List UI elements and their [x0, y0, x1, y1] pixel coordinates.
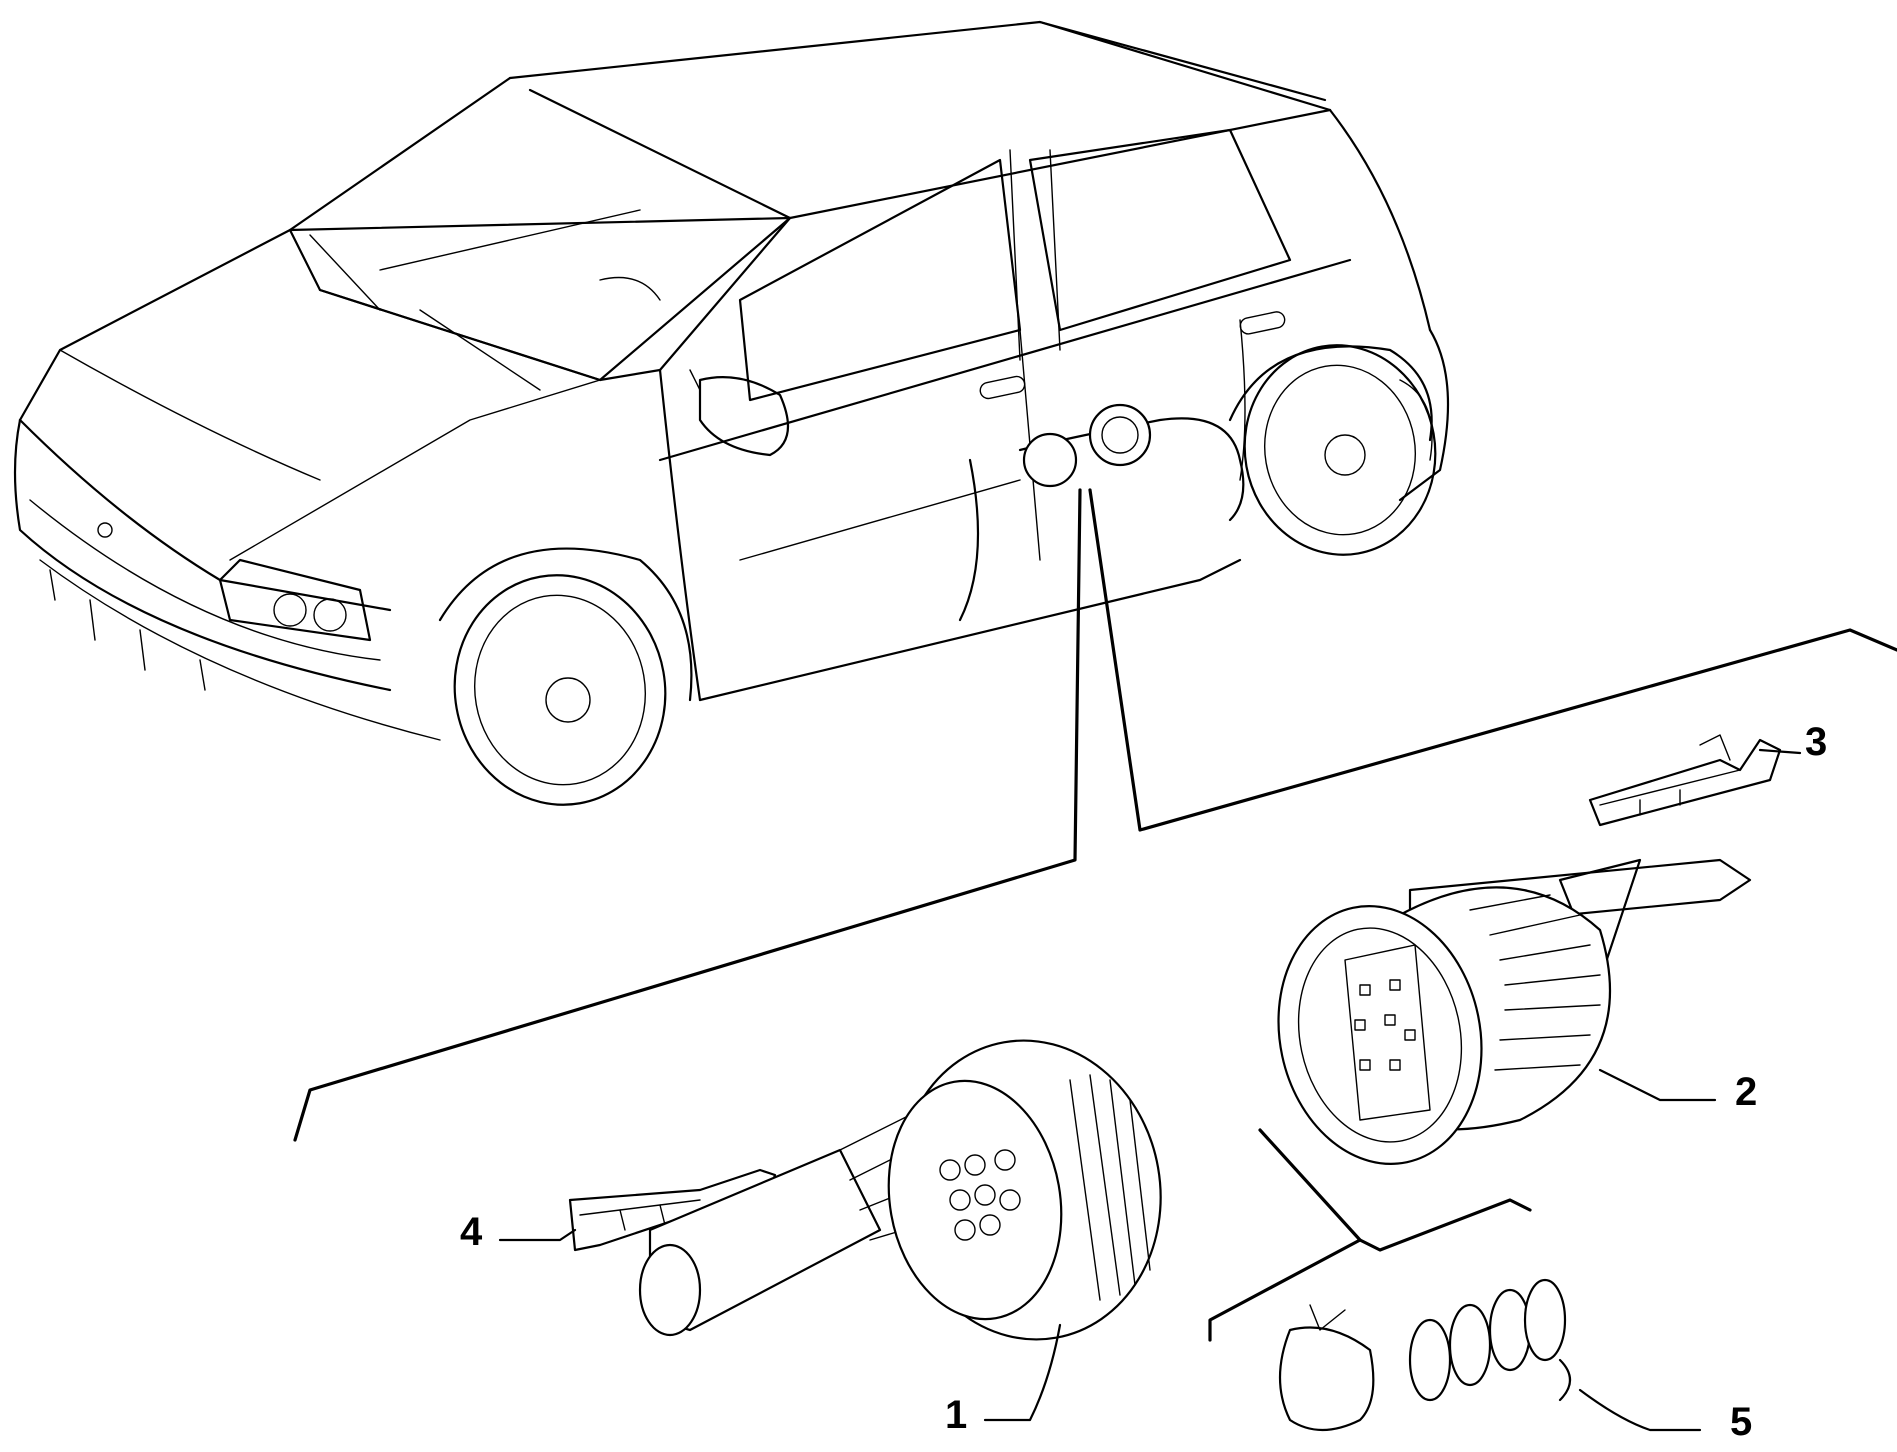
callout-label-3: 3 — [1805, 720, 1827, 764]
callout-label-2: 2 — [1735, 1070, 1757, 1114]
callout-label-4: 4 — [460, 1210, 483, 1254]
callout-label-1: 1 — [945, 1393, 967, 1437]
part-3-terminal: 3 — [1588, 720, 1827, 827]
car-illustration — [13, 20, 1897, 1142]
part-5-wire-coil: 5 — [1278, 1278, 1752, 1444]
part-2-connector: 2 — [1277, 858, 1757, 1165]
part-1-harness-connector: 1 — [638, 1039, 1162, 1437]
callout-label-5: 5 — [1730, 1400, 1752, 1444]
